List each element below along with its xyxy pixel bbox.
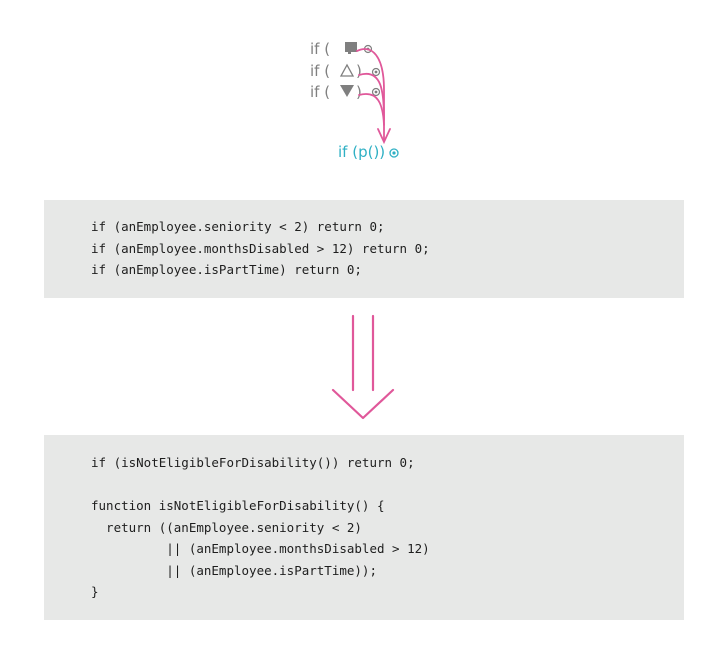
condition-label-3: if ( — [310, 83, 330, 101]
condition-label-2: if ( — [310, 62, 330, 80]
target-icon — [371, 67, 381, 77]
merge-arrows — [356, 48, 391, 145]
code-line: } — [91, 584, 99, 599]
condition-close-paren-3: ) — [356, 83, 362, 101]
code-line: if (anEmployee.seniority < 2) return 0; — [91, 219, 385, 234]
code-line: || (anEmployee.isPartTime)); — [91, 562, 377, 578]
code-before-panel: if (anEmployee.seniority < 2) return 0; … — [44, 200, 684, 298]
triangle-down-icon — [340, 85, 354, 97]
triangle-up-icon — [339, 63, 355, 77]
target-icon — [371, 87, 381, 97]
square-icon — [345, 42, 357, 54]
code-after-panel: if (isNotEligibleForDisability()) return… — [44, 435, 684, 620]
code-line: if (anEmployee.monthsDisabled > 12) retu… — [91, 240, 430, 256]
condition-label-1: if ( — [310, 40, 330, 58]
down-arrow-icon — [331, 314, 395, 420]
code-line-call: if (isNotEligibleForDisability()) return… — [91, 455, 415, 470]
code-line: function isNotEligibleForDisability() { — [91, 498, 385, 513]
condition-close-paren-2: ) — [356, 62, 362, 80]
blank-line — [91, 474, 684, 496]
code-line: if (anEmployee.isPartTime) return 0; — [91, 262, 362, 277]
consolidation-diagram: if ( if ( ) if ( ) if (p()) — [310, 40, 399, 161]
target-icon — [389, 148, 399, 158]
merged-condition-label: if (p()) — [338, 143, 385, 161]
code-line: return ((anEmployee.seniority < 2) — [91, 519, 362, 535]
code-line: || (anEmployee.monthsDisabled > 12) — [91, 541, 430, 556]
